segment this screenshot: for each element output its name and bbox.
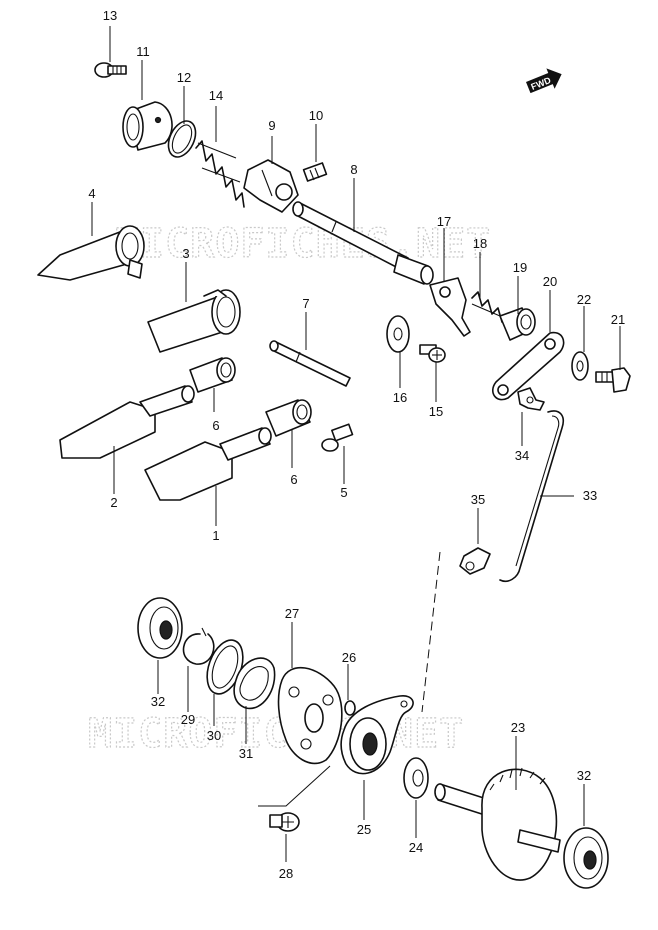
callout-27: 27 bbox=[285, 606, 299, 621]
part-23-gear-shaft bbox=[434, 767, 561, 881]
callout-17: 17 bbox=[437, 214, 451, 229]
part-9-holder bbox=[243, 159, 299, 213]
callout-34: 34 bbox=[515, 448, 529, 463]
part-17-bracket bbox=[429, 277, 471, 337]
part-3-valve-body bbox=[147, 289, 241, 353]
callout-22: 22 bbox=[577, 292, 591, 307]
callout-2: 2 bbox=[110, 495, 117, 510]
callout-23: 23 bbox=[511, 720, 525, 735]
part-7-pin bbox=[269, 340, 351, 387]
part-24-washer bbox=[403, 757, 429, 799]
callout-26: 26 bbox=[342, 650, 356, 665]
callout-19: 19 bbox=[513, 260, 527, 275]
watermark-top: MICROFICHES.NET bbox=[115, 221, 491, 267]
part-27-housing bbox=[277, 666, 343, 765]
callout-28: 28 bbox=[279, 866, 293, 881]
callout-33: 33 bbox=[583, 488, 597, 503]
watermark-bottom: MICROFICHES.NET bbox=[88, 711, 464, 757]
part-1-valve-plate bbox=[144, 427, 272, 501]
callout-7: 7 bbox=[302, 296, 309, 311]
callout-14: 14 bbox=[209, 88, 223, 103]
part-25-gear-housing bbox=[340, 695, 414, 775]
part-32-bearing-right bbox=[563, 827, 609, 889]
callout-13: 13 bbox=[103, 8, 117, 23]
part-12-o-ring bbox=[167, 120, 197, 158]
callout-8: 8 bbox=[350, 162, 357, 177]
part-14-spring bbox=[195, 140, 245, 208]
part-32-bearing-left bbox=[137, 597, 183, 659]
leader-lines bbox=[91, 26, 621, 862]
part-16-washer bbox=[386, 315, 410, 353]
callout-18: 18 bbox=[473, 236, 487, 251]
callout-4: 4 bbox=[88, 186, 95, 201]
callout-6-lower: 6 bbox=[290, 472, 297, 487]
part-21-bolt bbox=[595, 367, 631, 393]
callout-9: 9 bbox=[268, 118, 275, 133]
part-6-collar-lower bbox=[265, 399, 312, 437]
callout-35: 35 bbox=[471, 492, 485, 507]
part-22-washer bbox=[571, 351, 589, 381]
part-30-o-ring bbox=[206, 639, 244, 695]
fwd-label: FWD bbox=[530, 75, 553, 92]
part-26-pin bbox=[344, 700, 356, 716]
callout-32-right: 32 bbox=[577, 768, 591, 783]
part-13-bolt bbox=[94, 62, 127, 78]
part-29-circlip bbox=[182, 627, 215, 665]
callout-20: 20 bbox=[543, 274, 557, 289]
callout-3: 3 bbox=[182, 246, 189, 261]
part-6-collar-upper bbox=[189, 357, 236, 393]
part-10-screw bbox=[302, 162, 328, 182]
part-28-screw bbox=[269, 812, 300, 832]
callout-1: 1 bbox=[212, 528, 219, 543]
callout-25: 25 bbox=[357, 822, 371, 837]
callout-16: 16 bbox=[393, 390, 407, 405]
part-15-screw bbox=[419, 344, 446, 363]
part-2-valve-plate bbox=[59, 385, 195, 459]
callout-labels: 13 11 12 14 9 10 8 4 3 7 6 6 2 1 5 17 18… bbox=[88, 8, 625, 881]
callout-30: 30 bbox=[207, 728, 221, 743]
part-34-clip bbox=[517, 387, 545, 411]
callout-10: 10 bbox=[309, 108, 323, 123]
assembly-guide-line bbox=[421, 551, 441, 713]
part-35-clip bbox=[459, 547, 491, 575]
part-4-valve bbox=[37, 225, 145, 281]
callout-15: 15 bbox=[429, 404, 443, 419]
callout-32-left: 32 bbox=[151, 694, 165, 709]
callout-12: 12 bbox=[177, 70, 191, 85]
callout-6-upper: 6 bbox=[212, 418, 219, 433]
part-31-gasket bbox=[233, 657, 276, 710]
callout-29: 29 bbox=[181, 712, 195, 727]
part-5-bolt bbox=[321, 423, 354, 452]
callout-5: 5 bbox=[340, 485, 347, 500]
part-11-cap bbox=[122, 101, 173, 151]
callout-21: 21 bbox=[611, 312, 625, 327]
part-20-lever bbox=[492, 331, 565, 401]
part-19-bushing bbox=[499, 307, 536, 341]
callout-31: 31 bbox=[239, 746, 253, 761]
part-33-rod bbox=[499, 410, 564, 583]
callout-24: 24 bbox=[409, 840, 423, 855]
part-8-shaft bbox=[292, 201, 434, 285]
callout-11: 11 bbox=[136, 44, 150, 59]
fwd-arrow-icon: FWD bbox=[526, 68, 562, 94]
